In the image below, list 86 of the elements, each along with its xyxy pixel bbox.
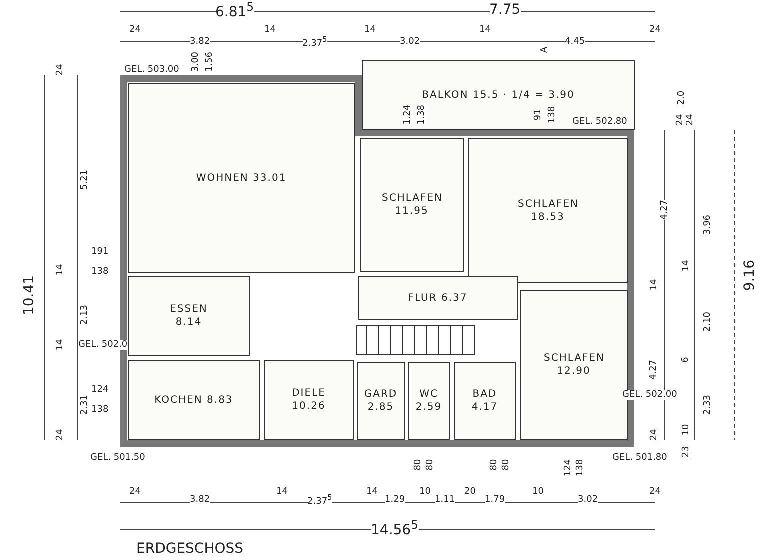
dimension-label: 24: [685, 114, 696, 126]
dimension-label: 7.75: [490, 2, 521, 18]
room-label: DIELE 10.26: [291, 387, 327, 413]
room-label: WOHNEN 33.01: [196, 172, 287, 184]
room-area: [360, 138, 464, 272]
room-label: GARD 2.85: [363, 388, 399, 414]
dimension-label: 1.38: [417, 104, 428, 126]
dimension-label: 80: [489, 459, 500, 471]
dimension-label: 24: [130, 25, 141, 35]
dimension-label: 138: [575, 459, 586, 477]
room-label: SCHLAFEN 18.53: [518, 198, 578, 224]
dimension-label: 6: [680, 357, 691, 363]
dimension-label: 10: [420, 487, 431, 497]
dimension-label: 24: [675, 114, 686, 126]
room-area: [128, 276, 250, 356]
dimension-label: 10: [532, 487, 544, 497]
room-label: ESSEN 8.14: [169, 303, 209, 329]
dimension-label: 14: [55, 339, 66, 351]
dimension-label: 14: [480, 25, 491, 35]
dimension-label: 24: [130, 487, 141, 497]
dimension-label: GEL. 502.0: [78, 340, 128, 350]
dimension-label: GEL. 502.00: [622, 390, 678, 400]
dimension-label: 24: [650, 487, 661, 497]
dimension-label: 14: [264, 25, 276, 35]
dimension-label: 24: [649, 429, 660, 441]
dimension-label: 24: [650, 25, 661, 35]
dimension-label: 14: [276, 487, 288, 497]
dimension-label: 2.37$^{5}$: [308, 493, 332, 507]
plan-title: ERDGESCHOSS: [136, 542, 244, 556]
room-area: [408, 362, 450, 440]
dimension-label: 138: [92, 405, 109, 415]
room-area: [454, 362, 516, 440]
dimension-label: 3.02: [578, 495, 598, 505]
dimension-label: 2.0: [677, 90, 688, 106]
dimension-label: 24: [55, 64, 66, 76]
balcony-area: [362, 60, 635, 130]
dimension-label: 2.37$^{5}$: [302, 35, 328, 49]
dimension-label: 80: [413, 459, 424, 471]
room-label: BAD 4.17: [470, 388, 500, 414]
dimension-label: 24: [55, 429, 66, 441]
room-area: [128, 360, 260, 440]
dimension-label: 138: [92, 267, 109, 277]
room-label: FLUR 6.37: [408, 292, 468, 304]
room-area: [264, 360, 354, 440]
dimension-label: 2.31: [80, 394, 90, 416]
dimension-label: 124: [92, 385, 109, 395]
dimension-label: 14: [55, 264, 66, 276]
dimension-label: 1.11: [435, 495, 456, 505]
dimension-label: 2.33: [703, 394, 714, 416]
room-label: WC 2.59: [414, 388, 444, 414]
dimension-label: 20: [464, 487, 476, 497]
dimension-label: 1.56: [205, 52, 216, 72]
dimension-label: 124: [563, 459, 574, 477]
dimension-label: 14: [681, 260, 692, 272]
dimension-label: 23: [681, 446, 692, 458]
room-label: SCHLAFEN 11.95: [382, 192, 442, 218]
dimension-label: 3.82: [190, 37, 210, 47]
dimension-label: GEL. 503.00: [124, 65, 180, 75]
dimension-label: GEL. 502.80: [572, 117, 628, 127]
room-label: SCHLAFEN 12.90: [544, 352, 604, 378]
room-area: [128, 83, 355, 273]
dimension-label: 80: [501, 459, 512, 471]
dimension-label: 1.79: [485, 495, 506, 505]
dimension-label: 1.29: [385, 495, 406, 505]
dimension-label: 1.24: [403, 104, 414, 126]
room-area: [468, 138, 628, 283]
dimension-label: 2.13: [80, 304, 90, 326]
dimension-label: GEL. 501.80: [612, 453, 668, 463]
dimension-label: 14: [364, 25, 376, 35]
dimension-label: GEL. 501.50: [90, 453, 146, 463]
dimension-label: 3.96: [703, 214, 714, 236]
dimension-label: 10: [681, 424, 692, 436]
dimension-label: 14: [649, 279, 660, 291]
dimension-label: 3.82: [190, 495, 210, 505]
room-label: BALKON 15.5 · 1/4 = 3.90: [422, 88, 575, 102]
room-area: [358, 276, 518, 320]
dimension-label: 191: [92, 247, 109, 257]
dimension-label: 3.00: [191, 52, 202, 72]
dimension-label: 5.21: [80, 170, 90, 190]
dimension-label: 80: [425, 459, 436, 471]
room-label: KOCHEN 8.83: [154, 394, 234, 406]
room-area: [357, 362, 405, 440]
dimension-label: 4.45: [565, 37, 586, 47]
dimension-label: 3.02: [400, 37, 420, 47]
dimension-label: 14: [366, 487, 378, 497]
dimension-label: 2.10: [703, 312, 714, 332]
